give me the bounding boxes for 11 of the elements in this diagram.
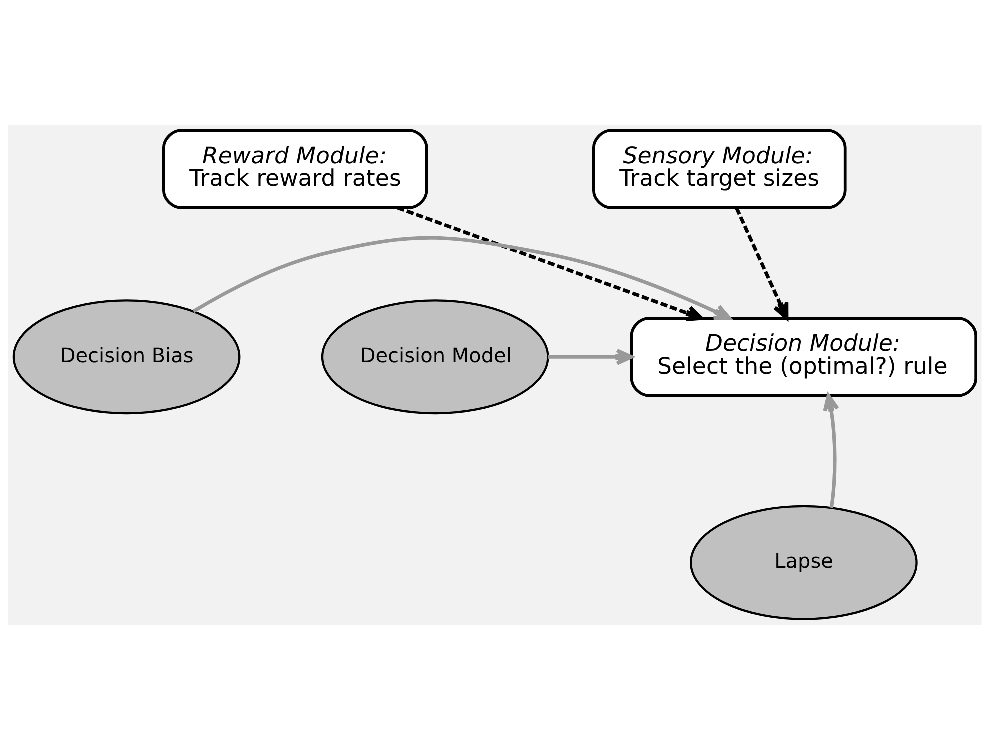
node-box: Decision Module: Select the (optimal?) rule bbox=[630, 316, 978, 397]
arrow bbox=[548, 348, 634, 365]
arrow bbox=[192, 236, 732, 320]
node-box: Sensory Module: Track target sizes bbox=[592, 128, 847, 209]
arrow bbox=[823, 393, 840, 508]
node-box: Reward Module: Track reward rates bbox=[162, 128, 428, 209]
node-ellipse: Decision Model bbox=[321, 299, 550, 414]
node-ellipse: Decision Bias bbox=[12, 299, 241, 414]
arrow bbox=[735, 206, 789, 320]
node-ellipse: Lapse bbox=[690, 504, 918, 620]
arrow bbox=[397, 206, 704, 321]
